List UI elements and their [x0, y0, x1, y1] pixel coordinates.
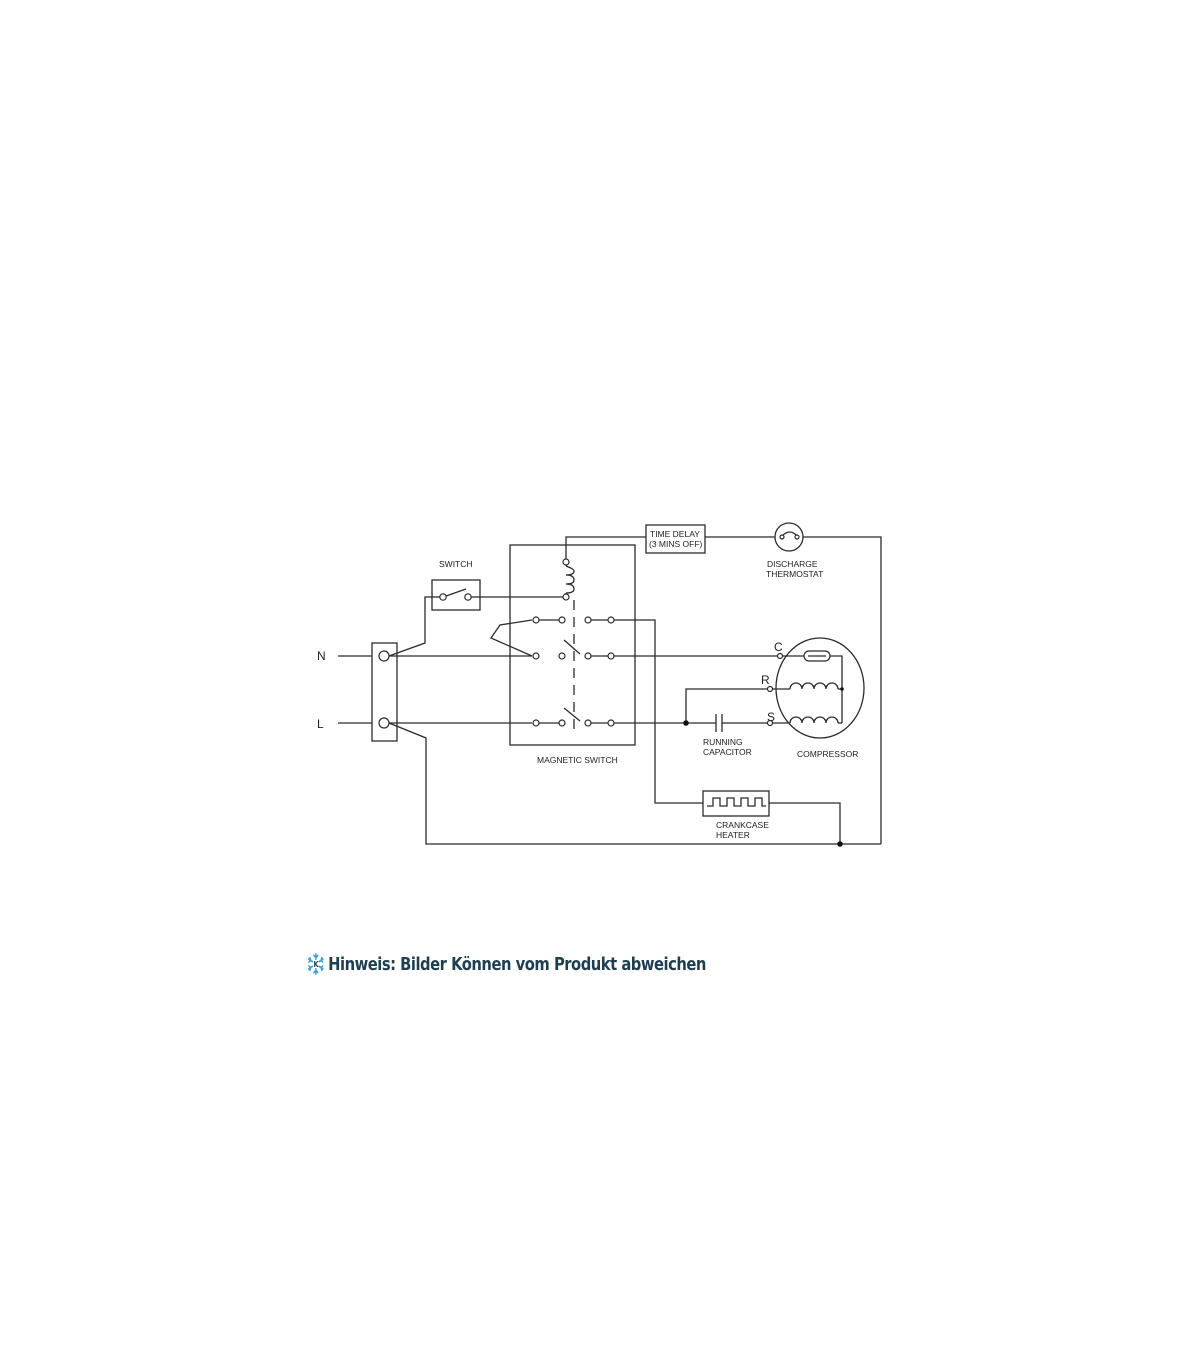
magnetic-switch: MAGNETIC SWITCH — [509, 544, 636, 765]
snowflake-k-icon: K — [307, 953, 324, 975]
label-heater-2: HEATER — [716, 830, 750, 840]
label-time-delay-2: (3 MINS OFF) — [649, 539, 703, 549]
label-capacitor-1: RUNNING — [703, 737, 743, 747]
label-l: L — [317, 717, 324, 731]
wiring — [388, 536, 882, 847]
label-compressor: COMPRESSOR — [797, 749, 858, 759]
label-time-delay-1: TIME DELAY — [650, 529, 700, 539]
label-capacitor-2: CAPACITOR — [703, 747, 752, 757]
power-input: N L — [317, 642, 398, 742]
running-capacitor: RUNNING CAPACITOR — [703, 714, 752, 757]
junction-dot — [683, 720, 689, 726]
terminal-l — [378, 717, 390, 729]
svg-text:K: K — [314, 959, 319, 969]
label-n: N — [317, 649, 326, 663]
label-magnetic-switch: MAGNETIC SWITCH — [537, 755, 618, 765]
label-heater-1: CRANKCASE — [716, 820, 769, 830]
terminal-n — [378, 650, 390, 662]
discharge-thermostat: DISCHARGE THERMOSTAT — [766, 522, 823, 579]
label-r: R — [761, 673, 770, 687]
label-switch: SWITCH — [439, 559, 473, 569]
label-discharge-2: THERMOSTAT — [766, 569, 823, 579]
junction-dot — [837, 841, 843, 847]
label-discharge-1: DISCHARGE — [767, 559, 818, 569]
label-s: S — [767, 710, 775, 724]
disclaimer-note: K Hinweis: Bilder Können vom Produkt abw… — [306, 950, 706, 978]
crankcase-heater: CRANKCASE HEATER — [702, 790, 770, 840]
label-c: C — [774, 640, 783, 654]
disclaimer-text: Hinweis: Bilder Können vom Produkt abwei… — [328, 953, 706, 975]
compressor: C R S COMPRESSOR — [761, 637, 865, 759]
time-delay: TIME DELAY (3 MINS OFF) — [645, 524, 706, 554]
switch: SWITCH — [431, 559, 481, 611]
